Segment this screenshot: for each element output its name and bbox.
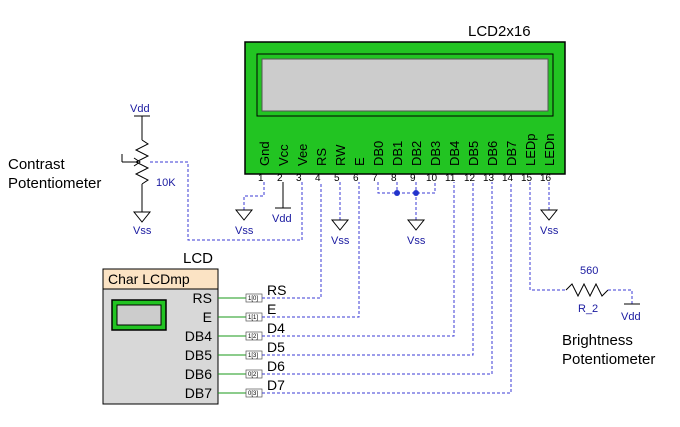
- block-port-db4: DB4: [185, 328, 212, 344]
- contrast-vss-label: Vss: [133, 225, 152, 237]
- block-body[interactable]: [102, 268, 219, 405]
- brightness-caption-line1: Brightness: [562, 332, 633, 349]
- lcd-module-title: LCD2x16: [468, 23, 531, 40]
- lcd-pin-label-ledn: LEDn: [542, 133, 557, 166]
- block-port-e: E: [203, 309, 212, 325]
- contrast-value-label: 10K: [156, 177, 176, 189]
- lcd-pin-label-rw: RW: [333, 144, 348, 166]
- net-label-d4: D4: [267, 320, 285, 336]
- rw-ground-symbol: [330, 219, 350, 231]
- lcd-pin-label-db3: DB3: [428, 141, 443, 166]
- brightness-value-label: 560: [580, 265, 598, 277]
- vcc-vdd-label: Vdd: [272, 213, 292, 225]
- block-port-db5: DB5: [185, 347, 212, 363]
- lcd-pin-number-5: 5: [334, 173, 340, 184]
- lcd-pin-label-db5: DB5: [466, 141, 481, 166]
- svg-text:0[2]: 0[2]: [248, 372, 258, 378]
- lcd-pin-number-13: 13: [483, 173, 495, 184]
- gnd-ground-symbol: [234, 209, 254, 221]
- lcd-pin-number-15: 15: [521, 173, 533, 184]
- lcd-pin-label-db6: DB6: [485, 141, 500, 166]
- lcd-pin-number-10: 10: [426, 173, 438, 184]
- lcd-pin-number-14: 14: [502, 173, 514, 184]
- lcd-pin-label-vee: Vee: [295, 144, 310, 166]
- lcd-pin-label-ledp: LEDp: [523, 133, 538, 166]
- lcd-pin-label-db2: DB2: [409, 141, 424, 166]
- lcd-pin-number-16: 16: [540, 173, 552, 184]
- lcd-pin-number-4: 4: [315, 173, 321, 184]
- lcd-pin-number-8: 8: [391, 173, 397, 184]
- lcd-pin-label-vcc: Vcc: [276, 144, 291, 166]
- contrast-vdd-label: Vdd: [130, 103, 150, 115]
- svg-text:1[0]: 1[0]: [248, 296, 258, 302]
- block-title: LCD: [183, 250, 213, 267]
- lcd-module-screen: [261, 58, 549, 112]
- lcd-pin-number-7: 7: [372, 173, 378, 184]
- ledn-vss-label: Vss: [540, 225, 559, 237]
- brightness-ref-label: R_2: [578, 303, 598, 315]
- net-label-d7: D7: [267, 377, 285, 393]
- brightness-resistor[interactable]: [565, 282, 609, 298]
- svg-text:1[3]: 1[3]: [248, 353, 258, 359]
- db-ground-symbol: [406, 219, 426, 231]
- lcd-pin-label-db4: DB4: [447, 141, 462, 166]
- lcd-pin-label-rs: RS: [314, 148, 329, 166]
- db-vss-label: Vss: [407, 235, 426, 247]
- block-port-rs: RS: [193, 290, 212, 306]
- rw-vss-label: Vss: [331, 235, 350, 247]
- svg-text:0[3]: 0[3]: [248, 391, 258, 397]
- block-header-label: Char LCDmp: [108, 271, 190, 287]
- lcd-pin-number-6: 6: [353, 173, 359, 184]
- net-label-e: E: [267, 301, 276, 317]
- brightness-vdd-label: Vdd: [621, 311, 641, 323]
- contrast-caption-line1: Contrast: [8, 156, 66, 173]
- gnd-vss-label: Vss: [235, 225, 254, 237]
- lcd-pin-label-db7: DB7: [504, 141, 519, 166]
- junction-dot-db2: [413, 190, 419, 196]
- block-port-db6: DB6: [185, 366, 212, 382]
- net-label-d5: D5: [267, 339, 285, 355]
- lcd-pin-number-9: 9: [410, 173, 416, 184]
- lcd-pin-label-e: E: [352, 157, 367, 166]
- lcd-pin-number-11: 11: [445, 173, 456, 184]
- block-header: [102, 268, 219, 290]
- contrast-ground-symbol: [132, 211, 152, 223]
- lcd-pin-number-3: 3: [296, 173, 302, 184]
- block-port-db7: DB7: [185, 385, 212, 401]
- contrast-caption-line2: Potentiometer: [8, 175, 101, 192]
- junction-dot-db1: [394, 190, 400, 196]
- ledn-ground-symbol: [539, 209, 559, 221]
- net-label-rs: RS: [267, 282, 286, 298]
- lcd-pin-label-db0: DB0: [371, 141, 386, 166]
- lcd-pin-number-2: 2: [277, 173, 283, 184]
- svg-text:1[2]: 1[2]: [248, 334, 258, 340]
- svg-text:1[1]: 1[1]: [248, 315, 258, 321]
- brightness-caption-line2: Potentiometer: [562, 351, 655, 368]
- net-label-d6: D6: [267, 358, 285, 374]
- lcd-pin-number-12: 12: [464, 173, 476, 184]
- lcd-pin-label-db1: DB1: [390, 141, 405, 166]
- lcd-pin-label-gnd: Gnd: [257, 141, 272, 166]
- lcd-pin-number-1: 1: [258, 173, 264, 184]
- lcd-pin-group: Gnd 1 Vcc 2 Vee 3 RS 4 RW 5 E 6 DB0 7 DB1 8 DB2 9 DB3 10 DB4…: [257, 133, 557, 184]
